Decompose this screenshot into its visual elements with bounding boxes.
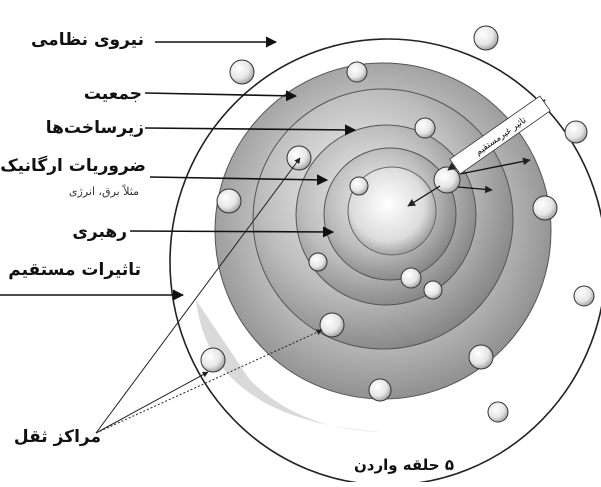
gravity-ball bbox=[320, 313, 344, 337]
gravity-ball bbox=[287, 146, 311, 170]
gravity-ball bbox=[565, 121, 587, 143]
gravity-ball bbox=[574, 286, 594, 306]
gravity-ball bbox=[434, 167, 460, 193]
label-population: جمعیت bbox=[84, 86, 142, 103]
label-direct-effects: تاثیرات مستقیم bbox=[8, 262, 141, 279]
gravity-ball bbox=[469, 345, 493, 369]
label-organic-essentials: ضروریات ارگانیک bbox=[0, 158, 146, 175]
gravity-ball bbox=[217, 189, 241, 213]
figure-caption: ۵ حلقه واردن bbox=[354, 458, 454, 473]
gravity-ball bbox=[201, 348, 225, 372]
gravity-ball bbox=[401, 268, 421, 288]
gravity-ball bbox=[350, 177, 368, 195]
gravity-ball bbox=[230, 60, 254, 84]
gravity-ball bbox=[488, 402, 508, 422]
label-system-forces: نیروی نظامی bbox=[31, 32, 144, 49]
label-organic-examples: مثلاً برق، انرژی bbox=[69, 186, 139, 197]
arrow-leadership bbox=[130, 231, 333, 232]
gravity-ball bbox=[474, 26, 498, 50]
gravity-ball bbox=[309, 253, 327, 271]
gravity-ball bbox=[369, 379, 391, 401]
gravity-ball bbox=[533, 196, 557, 220]
gravity-ball bbox=[415, 118, 435, 138]
label-infrastructure: زیرساخت‌ها bbox=[46, 120, 144, 137]
gravity-ball bbox=[424, 281, 442, 299]
gravity-ball bbox=[347, 62, 367, 82]
label-centers-of-gravity: مراکز ثقل bbox=[14, 429, 101, 446]
label-leadership: رهبری bbox=[72, 224, 127, 241]
